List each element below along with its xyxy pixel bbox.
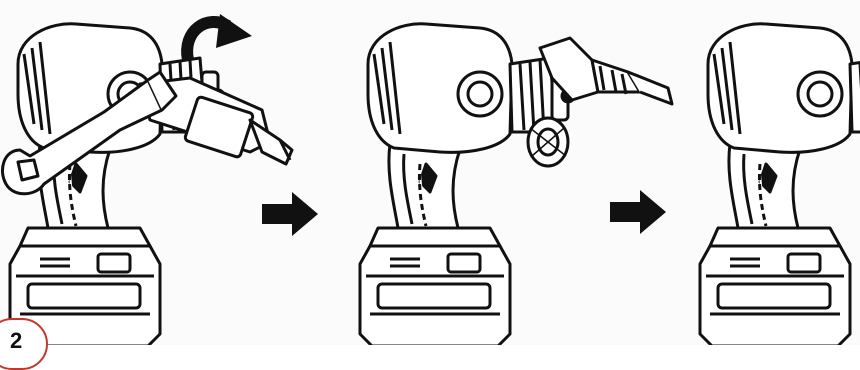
rivet-head-detached (538, 36, 674, 106)
instruction-drawing (1, 14, 860, 345)
instruction-figure: 2 (0, 14, 860, 370)
step-badge: 2 (0, 318, 48, 370)
wrench-icon (1, 70, 178, 196)
rotate-arrow-icon (181, 14, 252, 62)
panel-loosen-adapter (1, 14, 294, 345)
right-arrow-icon (610, 190, 666, 234)
right-arrow-icon (262, 192, 318, 236)
panel-drill-ready (698, 22, 860, 345)
panel-remove-adapter (358, 22, 674, 345)
drill-2 (358, 22, 576, 345)
drill-3 (698, 22, 860, 345)
collar (526, 116, 570, 168)
step-number: 2 (10, 328, 23, 353)
